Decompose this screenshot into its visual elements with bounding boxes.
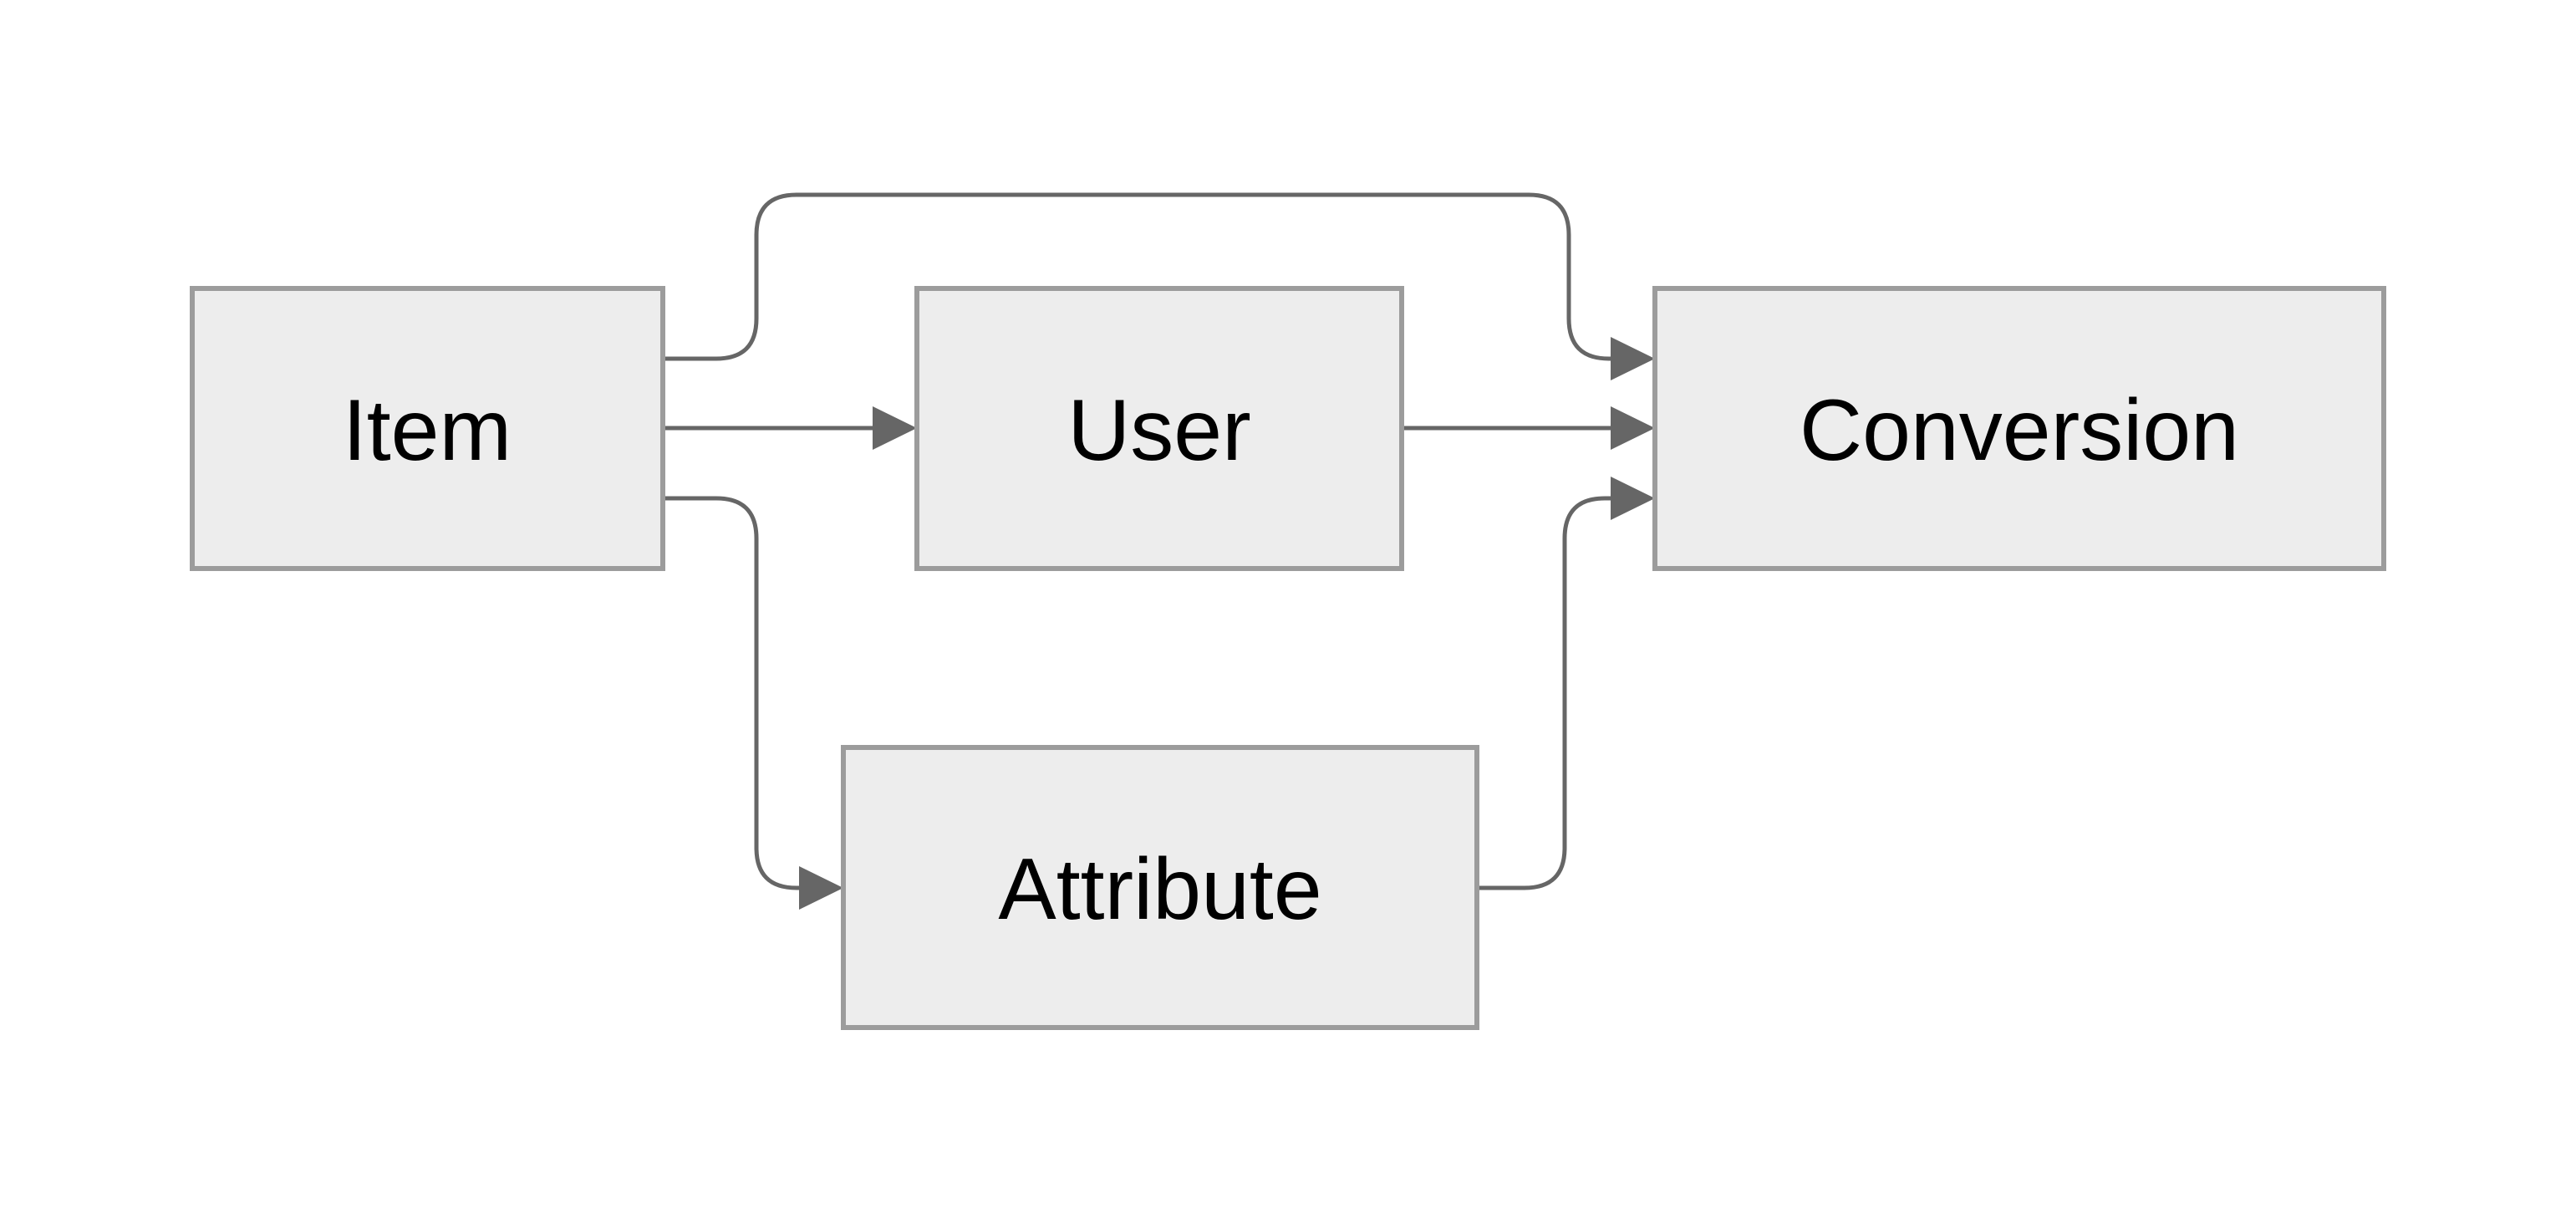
edge-item-to-attribute bbox=[663, 496, 843, 910]
edge-item-to-conversion-line bbox=[663, 192, 1611, 361]
node-user-box bbox=[914, 286, 1404, 571]
edge-item-to-user bbox=[663, 406, 917, 450]
edge-item-to-conversion bbox=[663, 192, 1655, 380]
edge-item-to-attribute-arrowhead-icon bbox=[799, 866, 843, 910]
node-conversion-box bbox=[1652, 286, 2386, 571]
node-attribute-label: Attribute bbox=[998, 841, 1321, 938]
edge-attribute-to-conversion bbox=[1477, 477, 1655, 890]
edge-attribute-to-conversion-line bbox=[1477, 496, 1611, 890]
node-attribute: Attribute bbox=[841, 745, 1479, 1030]
node-conversion: Conversion bbox=[1652, 286, 2386, 571]
edge-user-to-conversion-arrowhead-icon bbox=[1611, 406, 1655, 450]
node-conversion-label: Conversion bbox=[1800, 382, 2239, 479]
node-user-label: User bbox=[1067, 382, 1251, 479]
node-user: User bbox=[914, 286, 1404, 571]
edge-attribute-to-conversion-arrowhead-icon bbox=[1611, 477, 1655, 520]
node-attribute-box bbox=[841, 745, 1479, 1030]
edge-item-to-user-arrowhead-icon bbox=[873, 406, 917, 450]
node-item-box bbox=[190, 286, 665, 571]
edge-user-to-conversion bbox=[1402, 406, 1655, 450]
edge-item-to-attribute-line bbox=[663, 496, 799, 890]
node-item: Item bbox=[190, 286, 665, 571]
edge-item-to-conversion-arrowhead-icon bbox=[1611, 337, 1655, 380]
node-item-label: Item bbox=[343, 382, 512, 479]
